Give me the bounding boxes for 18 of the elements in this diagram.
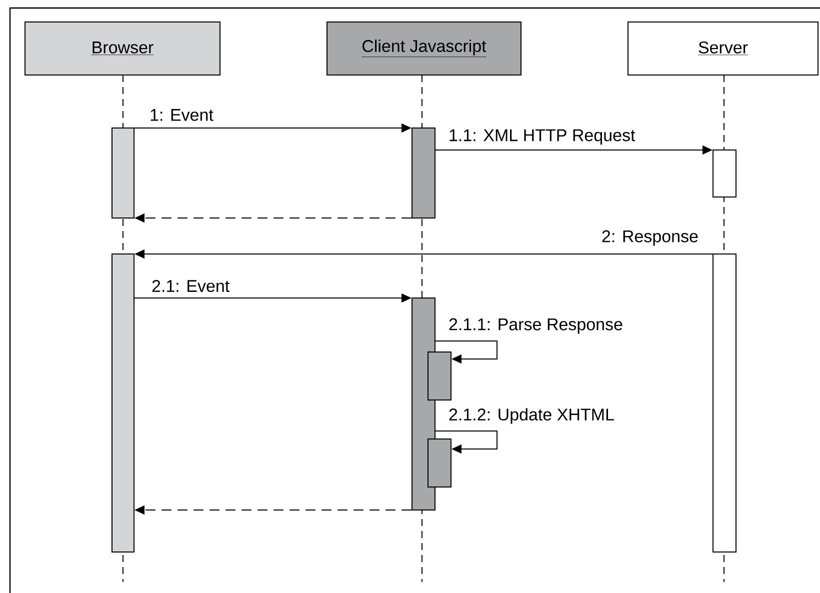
activation-bar bbox=[428, 438, 452, 488]
activation-bar bbox=[112, 254, 134, 552]
activation-bar bbox=[412, 128, 436, 218]
activation-bar bbox=[712, 254, 736, 552]
lifeline-header: Client Javascript bbox=[326, 22, 522, 76]
message-label: 2.1: Event bbox=[150, 278, 231, 293]
lifeline-header: Server bbox=[628, 22, 818, 76]
self-call-arrow bbox=[435, 430, 498, 454]
message-label: 1: Event bbox=[148, 108, 214, 122]
message-label: 2: Response bbox=[600, 229, 700, 247]
activation-bar bbox=[428, 352, 452, 400]
lifeline-header: Browser bbox=[24, 22, 220, 76]
message-label: 1.1: XML HTTP Request bbox=[448, 128, 636, 146]
activation-bar bbox=[112, 128, 134, 218]
activation-bar bbox=[712, 150, 736, 198]
message-label: 2.1.2: Update XHTML bbox=[448, 407, 616, 425]
self-call-arrow bbox=[435, 340, 498, 364]
message-label: 2.1.1: Parse Response bbox=[448, 317, 624, 335]
